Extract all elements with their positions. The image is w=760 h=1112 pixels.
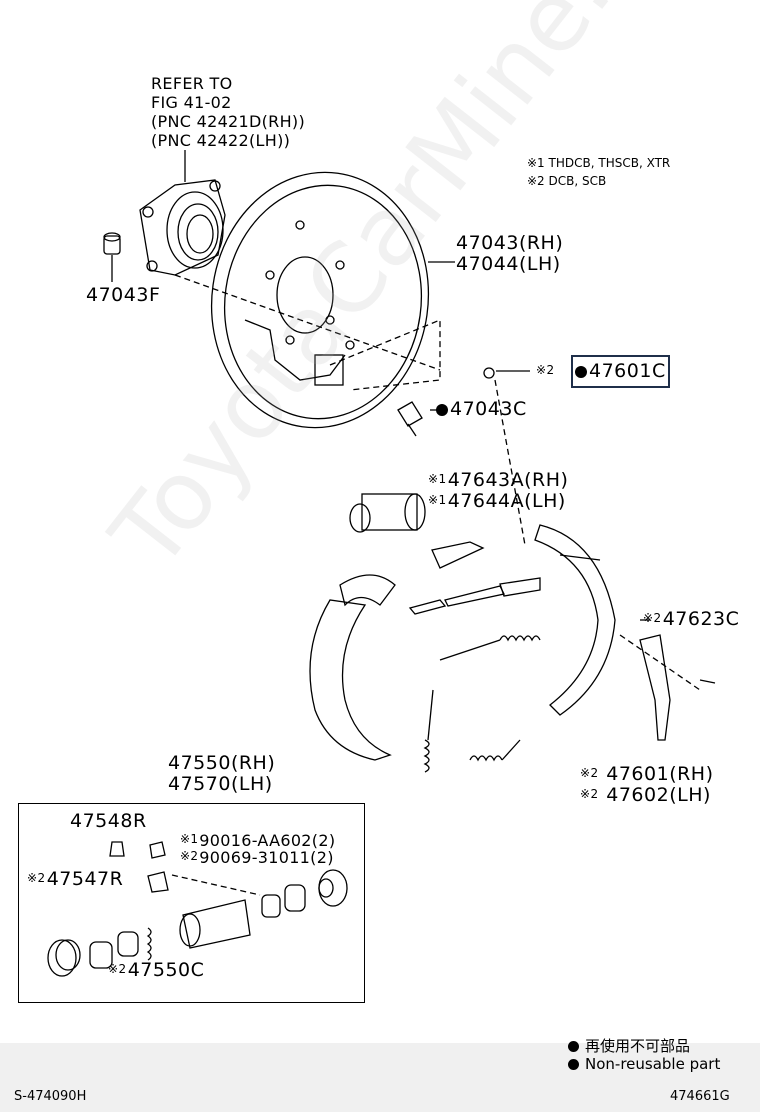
note-1-text: THDCB, THSCB, XTR [548,156,671,170]
part-90069-mark: ※2 [180,849,199,863]
part-47547r-mark: ※2 [27,871,46,885]
part-label-47601: 47601(RH) [606,763,714,785]
part-label-47601c: 47601C [589,360,666,382]
note-1: ※1 THDCB, THSCB, XTR [527,157,670,169]
part-47601c-mark: ※2 [536,363,555,377]
part-47643a-mark: ※1 [428,472,447,486]
part-label-47043f[interactable]: 47043F [86,284,161,306]
part-90016-mark: ※1 [180,832,199,846]
part-label-47043c-row[interactable]: 47043C [436,400,527,419]
part-label-47550c: 47550C [127,959,205,981]
part-label-47548r[interactable]: 47548R [70,810,147,832]
note-2-mark: ※2 [527,174,545,188]
wheel-cylinder-kit-box [18,803,365,1003]
part-label-90016-row[interactable]: ※190016-AA602(2) [180,833,335,849]
part-label-47643a: 47643A(RH) [447,469,569,491]
footer-code-left: S-474090H [14,1089,87,1104]
part-47644a-mark: ※1 [428,493,447,507]
part-label-47601c-row: ※2 [536,362,556,381]
part-label-47547r-row[interactable]: ※247547R [27,870,123,889]
part-label-47602: 47602(LH) [606,784,711,806]
wheel-cylinder-drawing [349,493,426,533]
part-label-47643a-row[interactable]: ※147643A(RH) [428,471,568,490]
part-label-47570-lh[interactable]: 47570(LH) [168,773,273,795]
note-1-mark: ※1 [527,156,545,170]
part-label-47044-lh[interactable]: 47044(LH) [456,253,561,275]
brake-shoe-right-drawing [534,524,616,716]
part-47601-mark: ※2 [580,766,599,780]
non-reusable-dot-icon [568,1041,579,1052]
part-label-47602-row[interactable]: ※2 47602(LH) [580,786,711,805]
part-label-47550-rh[interactable]: 47550(RH) [168,752,276,774]
legend-jp: 再使用不可部品 [568,1035,690,1056]
part-47623c-mark: ※2 [643,611,662,625]
part-label-47043-rh[interactable]: 47043(RH) [456,232,564,254]
part-label-47601-row[interactable]: ※2 47601(RH) [580,765,714,784]
footer-code-right: 474661G [670,1089,730,1104]
bolt-47043c-drawing [397,401,438,437]
legend-en: Non-reusable part [568,1055,720,1073]
part-label-47550c-row[interactable]: ※247550C [108,961,204,980]
part-label-47644a-row[interactable]: ※147644A(LH) [428,492,566,511]
part-label-90069: 90069-31011(2) [199,848,334,867]
springs-drawing [423,635,541,773]
nut-47043f-drawing [103,232,121,282]
non-reusable-dot-icon [436,404,448,416]
washer-47601c-drawing [483,367,495,379]
part-47550c-mark: ※2 [108,962,127,976]
brake-shoe-left-drawing [309,574,396,761]
non-reusable-dot-icon [568,1059,579,1070]
refer-line-2: FIG 41-02 [151,93,232,112]
refer-line-1: REFER TO [151,74,233,93]
wheel-cylinder-exploded-drawing [47,841,348,977]
part-label-47547r: 47547R [46,868,124,890]
legend-en-text: Non-reusable part [585,1055,721,1073]
part-label-47623c: 47623C [662,608,740,630]
note-2: ※2 DCB, SCB [527,175,606,187]
refer-line-3: (PNC 42421D(RH)) [151,112,306,131]
part-label-90069-row[interactable]: ※290069-31011(2) [180,850,334,866]
adjuster-lever-drawing [431,541,485,569]
parking-lever-drawing [619,634,716,741]
part-label-47623c-row[interactable]: ※247623C [643,610,739,629]
backing-plate-drawing [210,171,455,429]
part-label-47644a: 47644A(LH) [447,490,566,512]
non-reusable-dot-icon [575,366,587,378]
part-label-90016: 90016-AA602(2) [199,831,336,850]
hub-bearing-drawing [139,179,441,371]
legend-jp-text: 再使用不可部品 [585,1037,691,1055]
adjuster-strut-drawing [408,577,541,615]
part-47602-mark: ※2 [580,787,599,801]
footer-band [0,1043,760,1112]
refer-line-4: (PNC 42422(LH)) [151,131,291,150]
part-label-47043c: 47043C [450,398,527,420]
part-label-47601c-highlight[interactable]: 47601C [571,355,670,388]
note-2-text: DCB, SCB [548,174,607,188]
